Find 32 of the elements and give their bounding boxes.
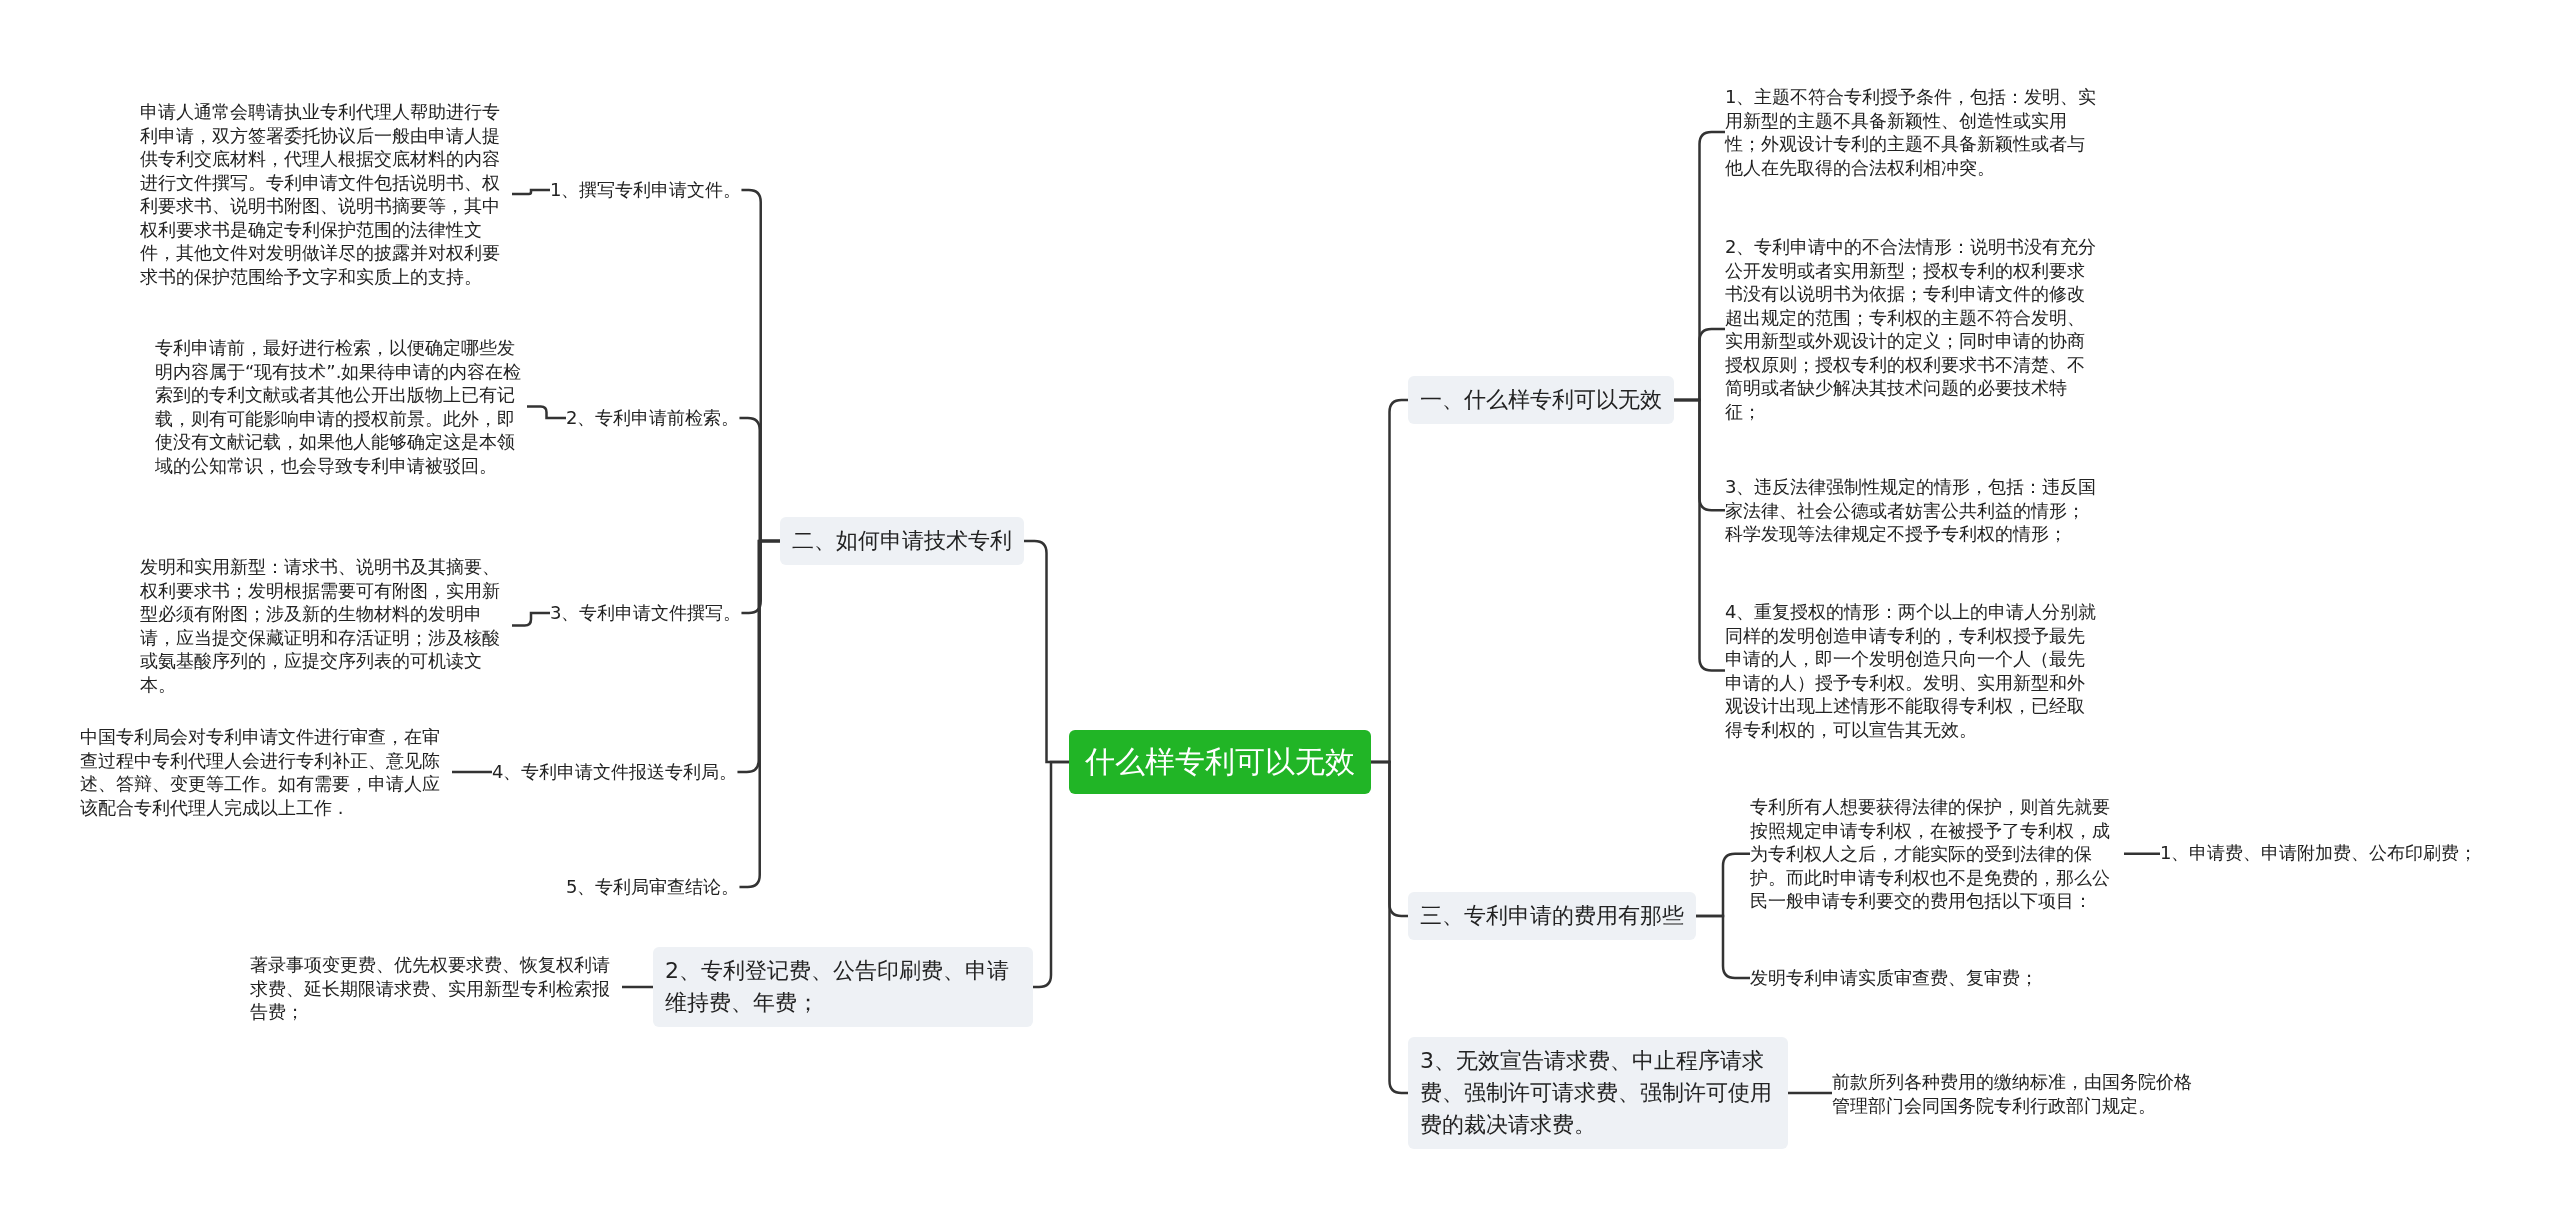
subtopic-text: 1、撰写专利申请文件。 [550, 178, 742, 202]
connector-line [512, 611, 550, 627]
note-text: 发明和实用新型：请求书、说明书及其摘要、权利要求书；发明根据需要可有附图，实用新型必须有附图；涉及新的生物材料的发明申请，应当提交保藏证明和存活证明；涉及核酸或氨基酸序列的，应提交序列表的可机读文本。 [140, 555, 512, 696]
connector-line [512, 188, 550, 196]
connector-line [2124, 852, 2160, 855]
topic-box: 三、专利申请的费用有那些 [1408, 892, 1696, 940]
note-text: 著录事项变更费、优先权要求费、恢复权利请求费、延长期限请求费、实用新型专利检索报告费； [250, 953, 622, 1024]
subtopic-text: 5、专利局审查结论。 [566, 875, 740, 899]
note-text: 申请人通常会聘请执业专利代理人帮助进行专利申请，双方签署委托协议后一般由申请人提供专利交底材料，代理人根据交底材料的内容进行文件撰写。专利申请文件包括说明书、权利要求书、说明书附图、说明书摘要等，其中权利要求书是确定专利保护范围的法律性文件，其他文件对发明做详尽的披露并对权利要求书的保护范围给予文字和实质上的支持。 [140, 100, 512, 288]
note-text: 1、主题不符合专利授予条件，包括：发明、实用新型的主题不具备新颖性、创造性或实用性；外观设计专利的主题不具备新颖性或者与他人在先取得的合法权利相冲突。 [1725, 85, 2099, 179]
topic-box: 一、什么样专利可以无效 [1408, 376, 1674, 424]
topic-box: 二、如何申请技术专利 [780, 517, 1024, 565]
subtopic-text: 发明专利申请实质审查费、复审费； [1750, 966, 2038, 990]
subtopic-text: 1、申请费、申请附加费、公布印刷费； [2160, 841, 2478, 865]
subtopic-text: 2、专利申请前检索。 [566, 406, 740, 430]
topic-box: 3、无效宣告请求费、中止程序请求费、强制许可请求费、强制许可使用费的裁决请求费。 [1408, 1037, 1788, 1149]
note-text: 2、专利申请中的不合法情形：说明书没有充分公开发明或者实用新型；授权专利的权利要求书没有以说明书为依据；专利申请文件的修改超出规定的范围；专利权的主题不符合发明、实用新型或外观设计的定义；同时申请的协商授权原则；授权专利的权利要求书不清楚、不简明或者缺少解决其技术问题的必要技术特征； [1725, 235, 2099, 423]
connector-line [527, 405, 566, 420]
central-topic: 什么样专利可以无效 [1069, 730, 1371, 794]
note-text: 中国专利局会对专利申请文件进行审查，在审查过程中专利代理人会进行专利补正、意见陈述、答辩、变更等工作。如有需要，申请人应该配合专利代理人完成以上工作 . [80, 725, 452, 819]
note-text: 3、违反法律强制性规定的情形，包括：违反国家法律、社会公德或者妨害公共利益的情形；科学发现等法律规定不授予专利权的情形； [1725, 475, 2099, 546]
subtopic-text: 4、专利申请文件报送专利局。 [492, 760, 738, 784]
topic-box: 2、专利登记费、公告印刷费、申请维持费、年费； [653, 947, 1033, 1027]
connector-line [622, 985, 653, 989]
subtopic-text: 3、专利申请文件撰写。 [550, 601, 742, 625]
connector-line [1788, 1091, 1832, 1095]
note-text: 专利所有人想要获得法律的保护，则首先就要按照规定申请专利权，在被授予了专利权，成为专利权人之后，才能实际的受到法律的保护。而此时申请专利权也不是免费的，那么公民一般申请专利要交的费用包括以下项目： [1750, 795, 2124, 913]
note-text: 前款所列各种费用的缴纳标准，由国务院价格管理部门会同国务院专利行政部门规定。 [1832, 1070, 2206, 1117]
connector-line [1371, 760, 1408, 1095]
connector-line [452, 770, 492, 774]
note-text: 4、重复授权的情形：两个以上的申请人分别就同样的发明创造申请专利的，专利权授予最先申请的人，即一个发明创造只向一个人（最先申请的人）授予专利权。发明、实用新型和外观设计出现上述情形不能取得专利权，已经取得专利权的，可以宣告其无效。 [1725, 600, 2099, 741]
note-text: 专利申请前，最好进行检索，以便确定哪些发明内容属于“现有技术”.如果待申请的内容在检索到的专利文献或者其他公开出版物上已有记载，则有可能影响申请的授权前景。此外，即使没有文献记载，如果他人能够确定这是本领域的公知常识，也会导致专利申请被驳回。 [155, 336, 527, 477]
